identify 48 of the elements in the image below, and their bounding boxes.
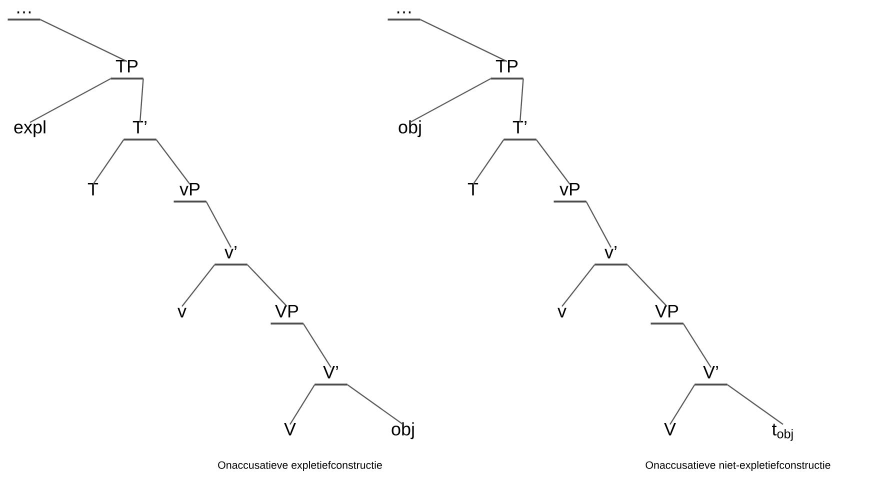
tree-label: expl xyxy=(14,120,46,138)
tree-label: V’ xyxy=(703,366,718,378)
tree-label: V xyxy=(664,422,676,436)
branch-line xyxy=(670,384,696,425)
tree-label: v’ xyxy=(224,246,236,258)
tree-label: obj xyxy=(392,422,414,440)
tree-label: T xyxy=(468,182,478,196)
caption: Onaccusatieve niet-expletiefconstructie xyxy=(646,461,830,471)
branch-line xyxy=(726,384,784,425)
tree-label: VP xyxy=(655,304,678,318)
branch-line xyxy=(420,19,508,62)
branch-line xyxy=(346,384,404,425)
tree-label: TP xyxy=(116,60,138,72)
tree-label: vP xyxy=(560,182,580,196)
branch-line xyxy=(472,139,504,185)
caption: Onaccusatieve expletiefconstructie xyxy=(218,461,382,471)
tree-label: v’ xyxy=(604,246,616,258)
branch-line xyxy=(302,323,332,368)
branch-line xyxy=(40,19,128,62)
branch-line xyxy=(562,264,596,307)
branch-line xyxy=(410,78,492,123)
branch-line xyxy=(156,139,190,185)
branch-line xyxy=(586,201,612,248)
tree-label: V xyxy=(284,422,296,436)
branch-line xyxy=(682,323,712,368)
branch-line xyxy=(206,201,232,248)
tree-label: … xyxy=(397,11,411,14)
branch-line xyxy=(536,139,570,185)
tree-label: T’ xyxy=(132,120,146,134)
tree-label: T xyxy=(88,182,98,196)
tree-label: VP xyxy=(275,304,298,318)
tree-label: t$_{obj}$ xyxy=(772,424,793,441)
tree-label: V’ xyxy=(323,366,338,378)
branch-line xyxy=(626,264,668,307)
tree-label: obj xyxy=(398,120,421,138)
branch-line xyxy=(30,78,112,123)
branch-line xyxy=(182,264,216,307)
branch-line xyxy=(92,139,124,185)
tree-label: TP xyxy=(496,60,518,72)
tree-label: … xyxy=(17,11,31,14)
branch-line xyxy=(246,264,288,307)
branch-line xyxy=(290,384,316,425)
branch-line xyxy=(139,78,144,122)
tree-label: T’ xyxy=(512,120,526,134)
tree-label: vP xyxy=(180,182,200,196)
tree-label: v xyxy=(558,308,566,318)
tree-label: v xyxy=(178,308,186,318)
branch-line xyxy=(519,78,524,122)
